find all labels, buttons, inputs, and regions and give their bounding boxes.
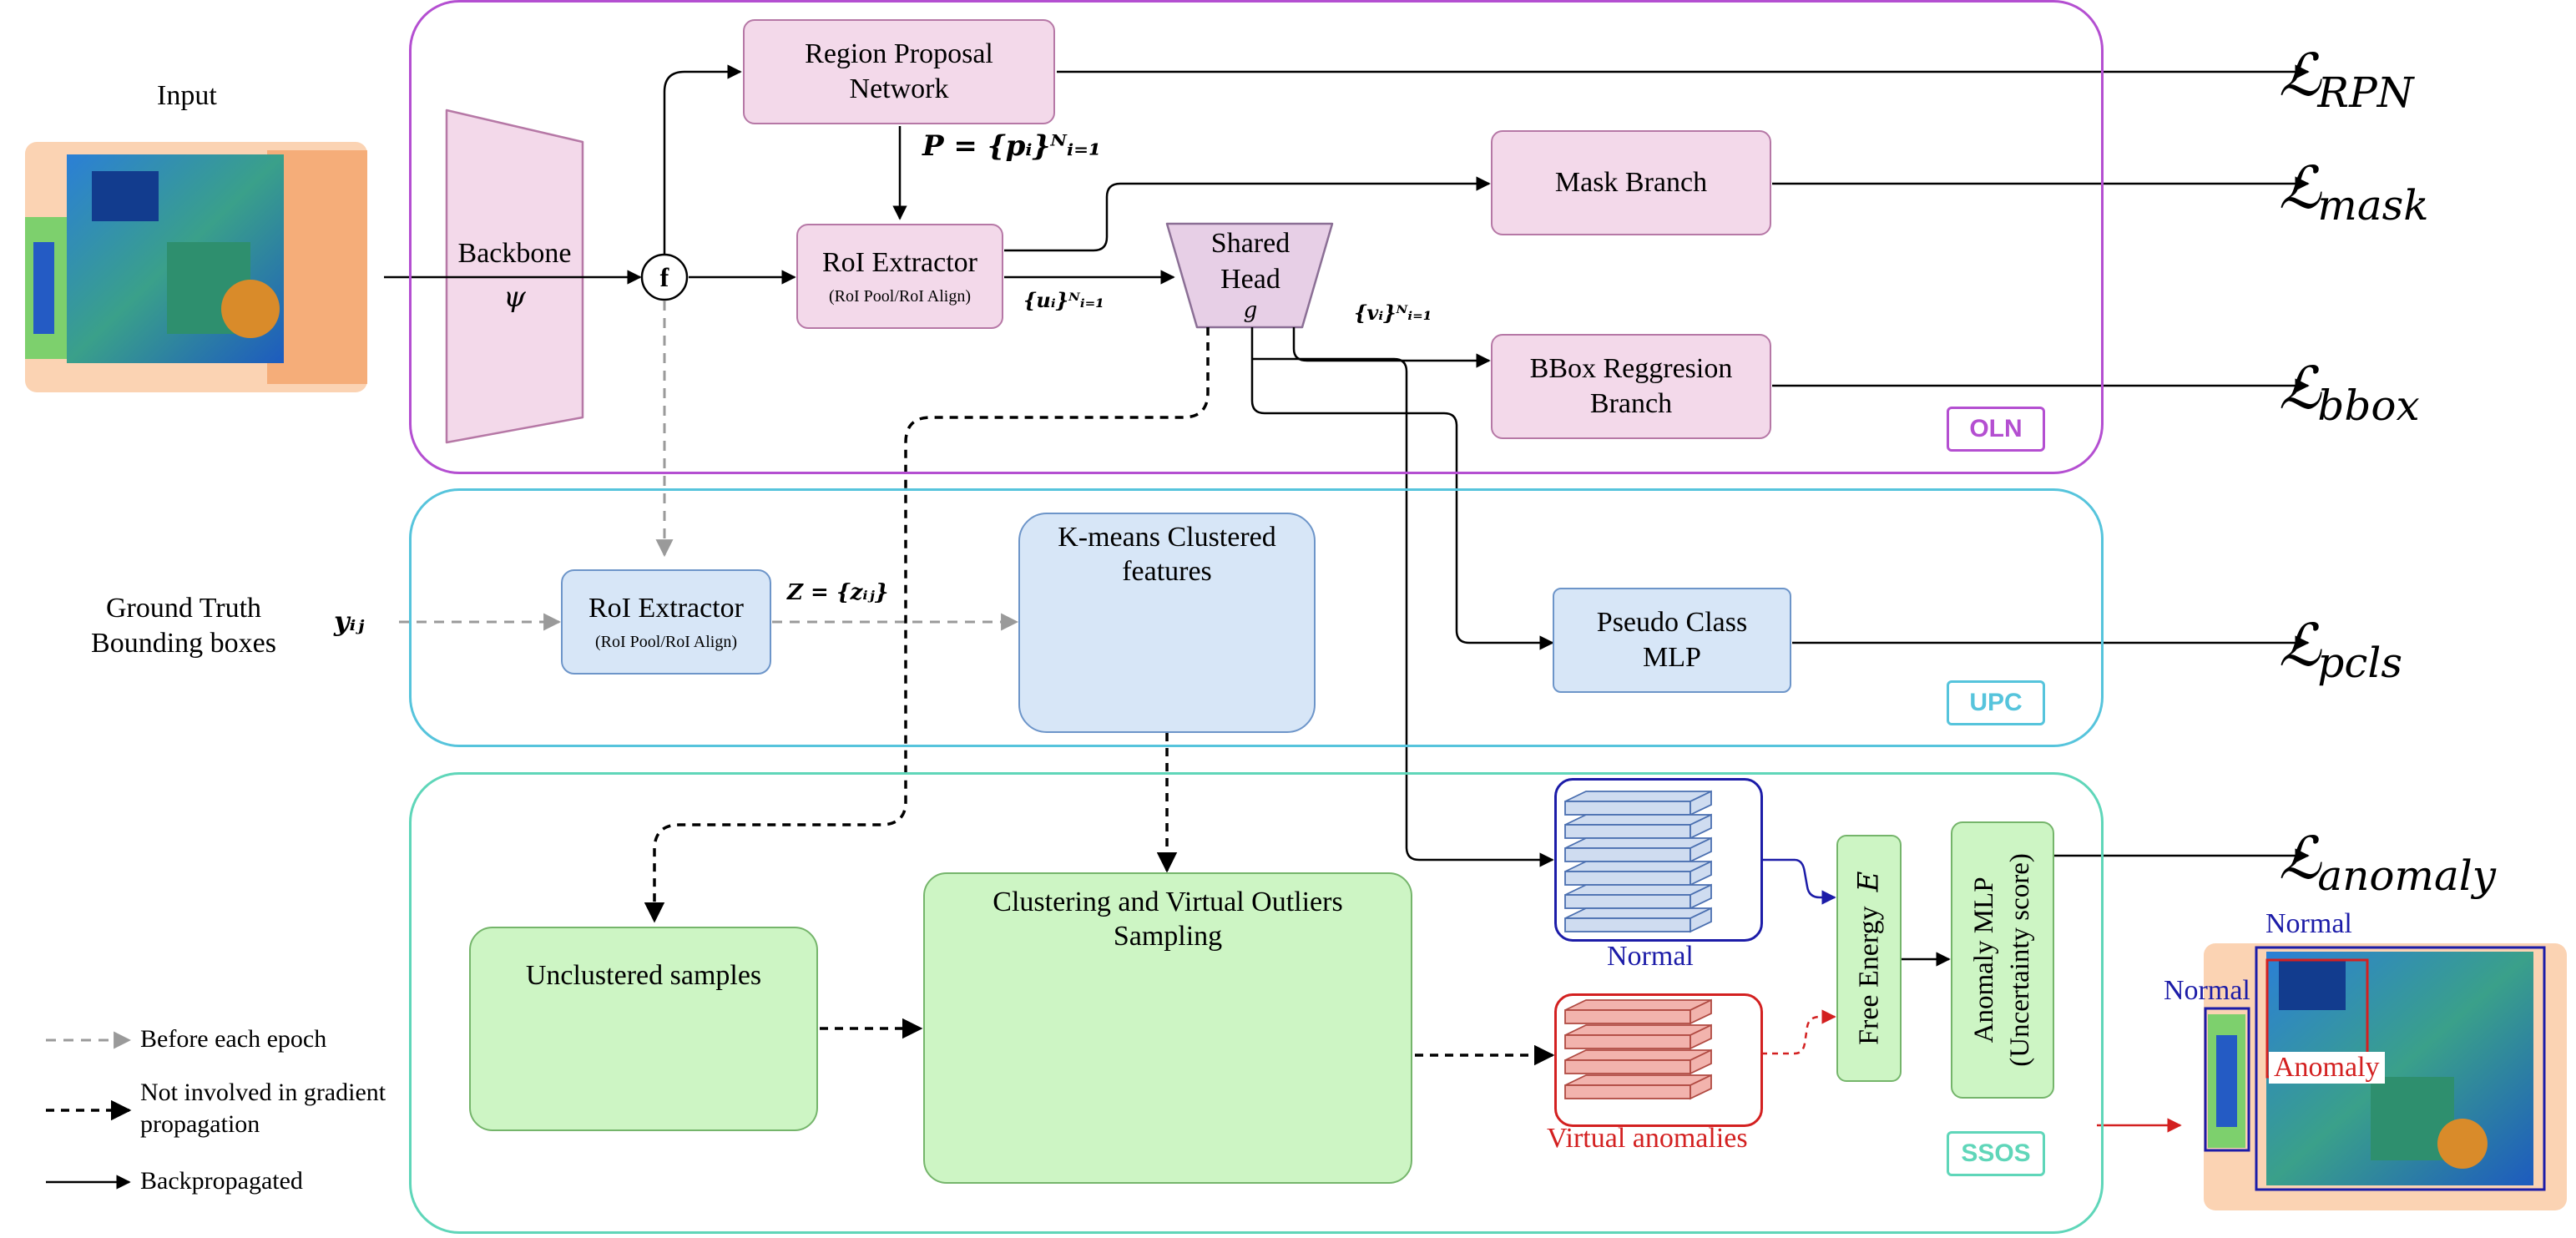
bbox-branch-label: BBox Reggresion Branch	[1529, 352, 1733, 420]
shared-head-label: Shared Head	[1210, 228, 1291, 295]
gt-symbol: yᵢⱼ	[334, 605, 365, 637]
shared-head-shape	[1165, 222, 1334, 329]
output-anomaly: Anomaly	[2269, 1052, 2385, 1084]
bbox-branch-box: BBox Reggresion Branch	[1491, 334, 1771, 439]
ssos-frame	[409, 772, 2104, 1234]
ground-truth-label: Ground Truth Bounding boxes	[91, 592, 276, 659]
legend-before-epoch: Before each epoch	[140, 1025, 327, 1053]
backbone-symbol: ψ	[503, 280, 526, 314]
u-features-math: {uᵢ}ᴺᵢ₌₁	[1023, 288, 1104, 312]
unclustered-label: Unclustered samples	[525, 960, 762, 991]
backbone-text: Backbone ψ	[447, 225, 583, 326]
upc-frame	[409, 488, 2104, 747]
input-label: Input	[157, 80, 217, 111]
loss-pcls: ℒpcls	[2279, 611, 2403, 687]
loss-rpn: ℒRPN	[2279, 41, 2414, 117]
loss-anomaly: ℒanomaly	[2279, 824, 2496, 900]
normal-layers	[1564, 790, 1712, 933]
free-energy-text: Free Energy E	[1851, 871, 1886, 1046]
before-epoch-arrows	[399, 301, 1019, 631]
mask-branch-box: Mask Branch	[1491, 130, 1771, 235]
fusion-symbol: f	[659, 262, 669, 292]
clustering-label: Clustering and Virtual Outliers Sampling	[993, 887, 1343, 952]
output-xray-image	[2204, 943, 2567, 1210]
output-normal-1: Normal	[2265, 908, 2352, 939]
roi-top-label: RoI Extractor	[822, 247, 977, 279]
kmeans-label: K-means Clustered features	[1058, 522, 1276, 587]
roi-mid-label: RoI Extractor	[588, 593, 744, 624]
normal-stack-label: Normal	[1607, 941, 1694, 972]
free-energy-box: Free Energy E	[1836, 835, 1902, 1082]
clustering-box: Clustering and Virtual Outliers Sampling	[923, 872, 1412, 1184]
backprop-arrows	[384, 64, 2310, 967]
normal-to-energy-arrow	[1761, 858, 1836, 905]
upc-tag: UPC	[1947, 680, 2045, 725]
backbone-label: Backbone	[457, 237, 572, 269]
loss-mask: ℒmask	[2279, 154, 2429, 230]
oln-tag: OLN	[1947, 407, 2045, 452]
output-normal-2: Normal	[2164, 975, 2250, 1006]
no-grad-arrows	[644, 327, 1555, 1066]
unclustered-box: Unclustered samples	[469, 927, 818, 1131]
v-features-math: {vᵢ}ᴺᵢ₌₁	[1354, 301, 1432, 325]
anomaly-mlp-box: Anomaly MLP (Uncertainty score)	[1951, 821, 2054, 1099]
proposals-math: P = {pᵢ}ᴺᵢ₌₁	[922, 129, 1101, 163]
pseudo-class-box: Pseudo Class MLP	[1553, 588, 1791, 693]
virtual-stack-label: Virtual anomalies	[1547, 1123, 1748, 1154]
loss-bbox: ℒbbox	[2279, 354, 2420, 430]
roi-extractor-mid: RoI Extractor (RoI Pool/RoI Align)	[561, 569, 771, 675]
rpn-box: Region Proposal Network	[743, 19, 1055, 124]
z-features-math: Z = {zᵢⱼ}	[787, 580, 889, 605]
anomaly-mlp-label: Anomaly MLP (Uncertainty score)	[1969, 853, 2035, 1067]
normal-stack-frame	[1554, 778, 1763, 942]
mask-branch-label: Mask Branch	[1554, 166, 1708, 198]
shared-head-text: Shared Head g	[1177, 224, 1324, 327]
roi-mid-sub: (RoI Pool/RoI Align)	[594, 632, 737, 651]
virtual-stack-frame	[1554, 993, 1763, 1127]
pseudo-class-label: Pseudo Class MLP	[1596, 606, 1748, 674]
roi-extractor-top: RoI Extractor (RoI Pool/RoI Align)	[796, 224, 1003, 329]
shared-head-symbol: g	[1243, 298, 1258, 324]
oln-frame	[409, 0, 2104, 474]
legend-lines	[46, 1031, 132, 1190]
virtual-layers	[1564, 998, 1712, 1100]
legend-backprop: Backpropagated	[140, 1167, 303, 1195]
roi-top-sub: (RoI Pool/RoI Align)	[828, 286, 971, 306]
kmeans-box: K-means Clustered features	[1018, 513, 1316, 733]
input-xray-image	[25, 142, 367, 392]
ssos-tag: SSOS	[1947, 1131, 2045, 1176]
virtual-to-energy-arrow	[1761, 1009, 1836, 1055]
rpn-label: Region Proposal Network	[805, 38, 993, 105]
legend-not-involved: Not involved in gradient propagation	[140, 1079, 386, 1138]
